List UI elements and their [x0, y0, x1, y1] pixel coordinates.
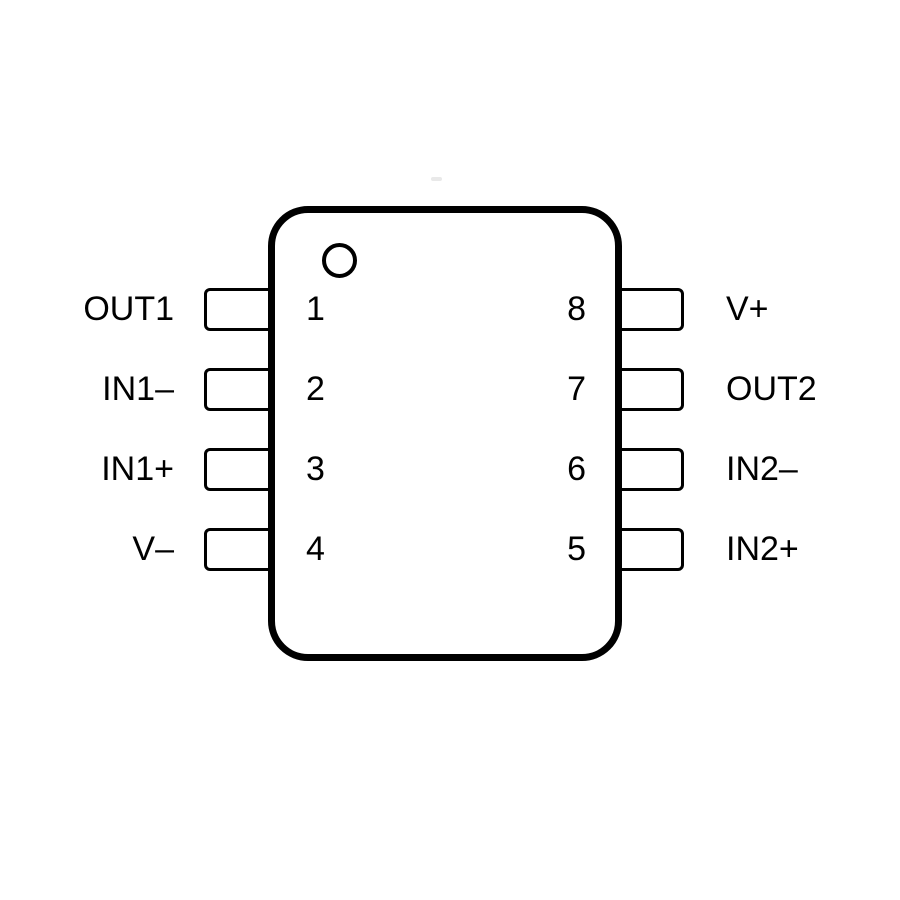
pin-label-v-plus: V+	[726, 290, 769, 328]
pin-label-out1: OUT1	[83, 290, 174, 328]
pin1-indicator-dot	[322, 243, 357, 278]
pin-pad-3	[204, 448, 275, 491]
pin-label-in1-plus: IN1+	[101, 450, 174, 488]
pin-number-6: 6	[567, 450, 586, 488]
pin-pad-1	[204, 288, 275, 331]
pin-number-2: 2	[306, 370, 325, 408]
pin-number-1: 1	[306, 290, 325, 328]
pin-pad-8	[615, 288, 684, 331]
pin-number-3: 3	[306, 450, 325, 488]
pin-number-5: 5	[567, 530, 586, 568]
pin-label-in1-minus: IN1–	[102, 370, 174, 408]
pin-label-in2-plus: IN2+	[726, 530, 799, 568]
pin-pad-2	[204, 368, 275, 411]
pin-pad-5	[615, 528, 684, 571]
pin-pad-6	[615, 448, 684, 491]
pin-pad-4	[204, 528, 275, 571]
pin-number-8: 8	[567, 290, 586, 328]
pin-label-in2-minus: IN2–	[726, 450, 798, 488]
ic-package-body	[268, 206, 622, 661]
pin-label-out2: OUT2	[726, 370, 817, 408]
pin-pad-7	[615, 368, 684, 411]
pin-label-v-minus: V–	[132, 530, 174, 568]
pin-number-7: 7	[567, 370, 586, 408]
faint-smudge	[431, 177, 442, 181]
pin-number-4: 4	[306, 530, 325, 568]
